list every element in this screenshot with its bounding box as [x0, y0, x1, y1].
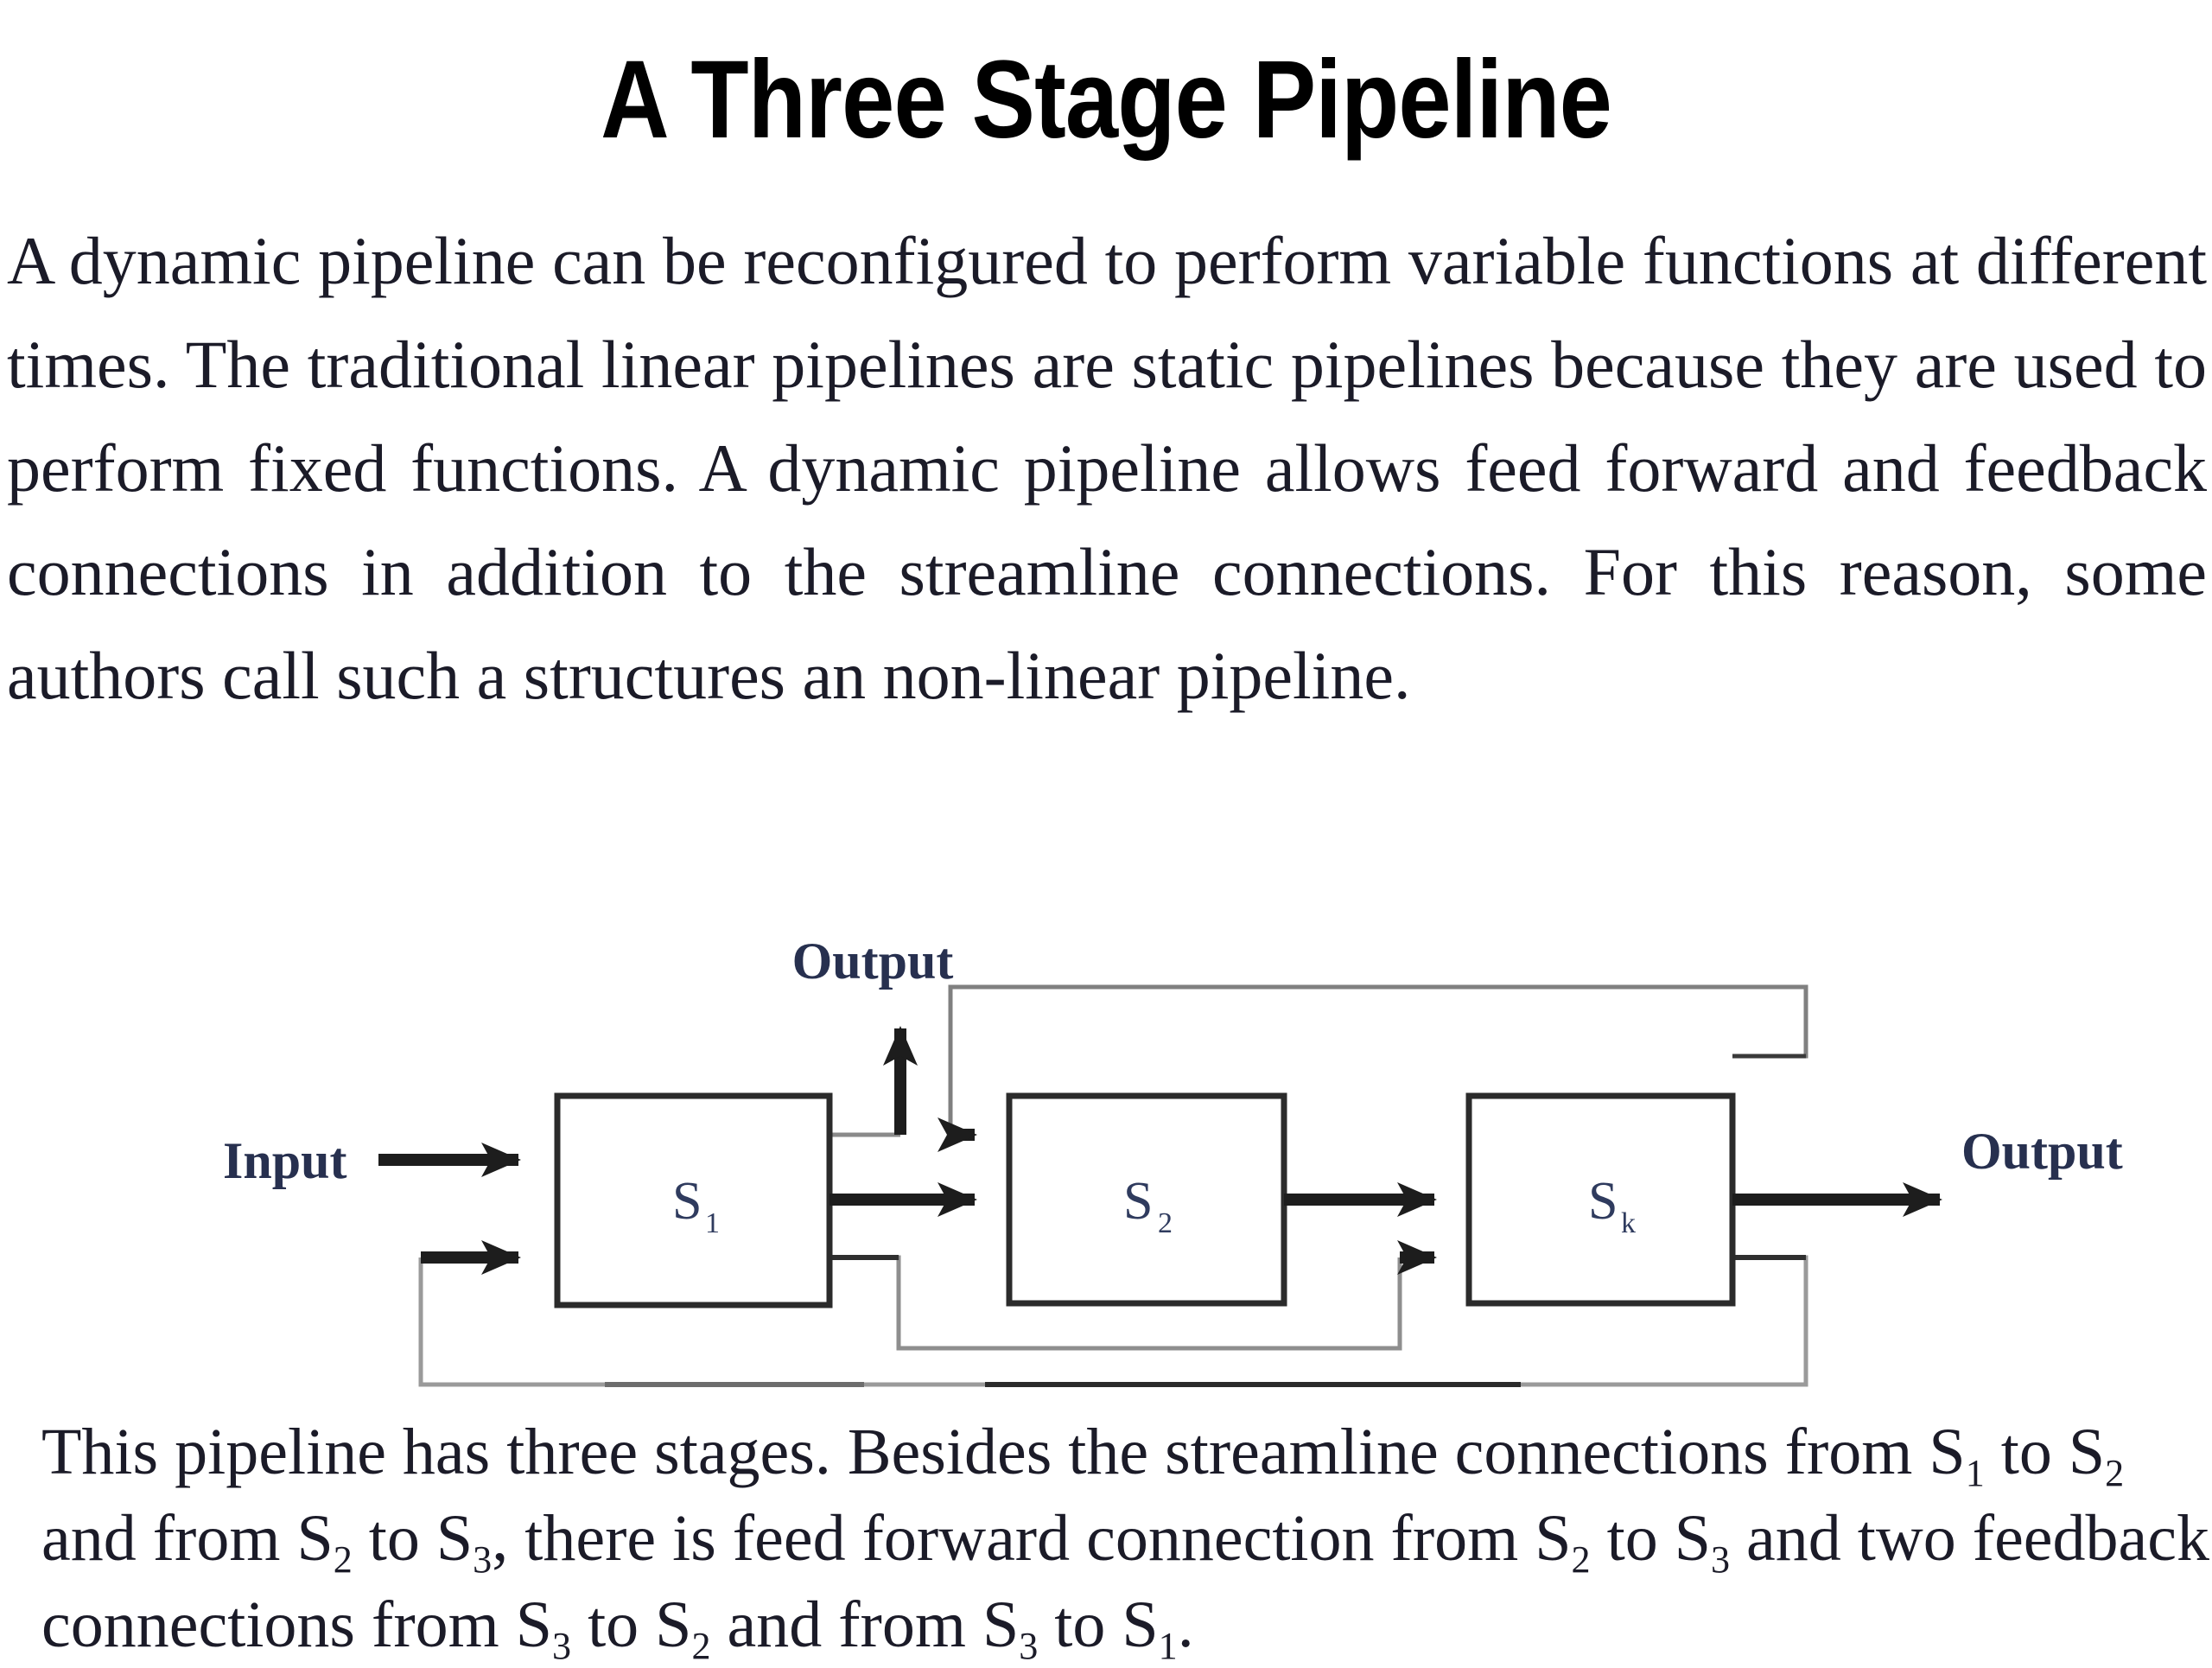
- outro-line1-pre: This pipeline has three stages. Besides …: [41, 1416, 1966, 1488]
- outro-line2-end: and two feedback: [1730, 1502, 2210, 1575]
- outro-line3-sub2: 2: [691, 1625, 711, 1668]
- outro-line3-mid2: and from S: [710, 1588, 1020, 1661]
- stage-label-s2-base: S: [1123, 1172, 1153, 1231]
- stage-label-s2-sub: 2: [1158, 1207, 1173, 1239]
- top-output-label: Output: [792, 933, 954, 990]
- outro-line2-sub2: 3: [473, 1538, 493, 1582]
- outro-line3-sub3: 3: [1019, 1625, 1039, 1668]
- stage-label-s3: S k: [1588, 1172, 1636, 1239]
- stage-box-s3: [1465, 1092, 1736, 1307]
- outro-line2-sub4: 3: [1710, 1538, 1731, 1582]
- outro-line2-mid2: , there is feed forward connection from …: [492, 1502, 1572, 1575]
- outro-line-1: This pipeline has three stages. Besides …: [41, 1409, 2212, 1495]
- stage-label-s1: S 1: [672, 1172, 720, 1239]
- outro-line2-sub3: 2: [1571, 1538, 1591, 1582]
- outro-line1-sub1: 1: [1965, 1452, 1985, 1495]
- feedforward-s1-to-s3-path: [830, 1255, 1402, 1351]
- outro-line3-pre: connections from S: [41, 1588, 553, 1661]
- outro-line3-end: .: [1177, 1588, 1194, 1661]
- stage-label-s3-base: S: [1588, 1172, 1618, 1231]
- feedback-s3-to-s2-path: [948, 984, 1808, 1135]
- feedback-s3-to-s1-path: [418, 1255, 1808, 1387]
- outro-line2-mid1: to S: [352, 1502, 474, 1575]
- right-output-label: Output: [1961, 1123, 2123, 1180]
- intro-paragraph-text: A dynamic pipeline can be reconfigured t…: [7, 223, 2207, 713]
- page-title: A Three Stage Pipeline: [601, 38, 1612, 162]
- intro-paragraph: A dynamic pipeline can be reconfigured t…: [7, 209, 2207, 728]
- outro-line3-sub4: 1: [1158, 1625, 1178, 1668]
- outro-line1-sub2: 2: [2105, 1452, 2125, 1495]
- outro-line2-mid3: to S: [1590, 1502, 1711, 1575]
- outro-line3-mid3: to S: [1038, 1588, 1159, 1661]
- outro-paragraph: This pipeline has three stages. Besides …: [41, 1409, 2212, 1668]
- outro-line2-pre: and from S: [41, 1502, 334, 1575]
- outro-line3-mid1: to S: [571, 1588, 692, 1661]
- stage-box-s2: [1006, 1092, 1287, 1307]
- stage-label-s1-sub: 1: [705, 1207, 720, 1239]
- outro-line2-sub1: 2: [333, 1538, 353, 1582]
- stage-label-s1-base: S: [672, 1172, 702, 1231]
- pipeline-diagram: Input Output Output S 1 S 2 S k: [223, 933, 2123, 1387]
- outro-line-3: connections from S3 to S2 and from S3 to…: [41, 1582, 2212, 1668]
- input-label: Input: [223, 1132, 346, 1189]
- outro-line-2: and from S2 to S3, there is feed forward…: [41, 1495, 2212, 1582]
- stage-label-s2: S 2: [1123, 1172, 1173, 1239]
- outro-line3-sub1: 3: [552, 1625, 572, 1668]
- outro-line1-mid: to S: [1984, 1416, 2106, 1488]
- stage-label-s3-sub: k: [1621, 1207, 1636, 1239]
